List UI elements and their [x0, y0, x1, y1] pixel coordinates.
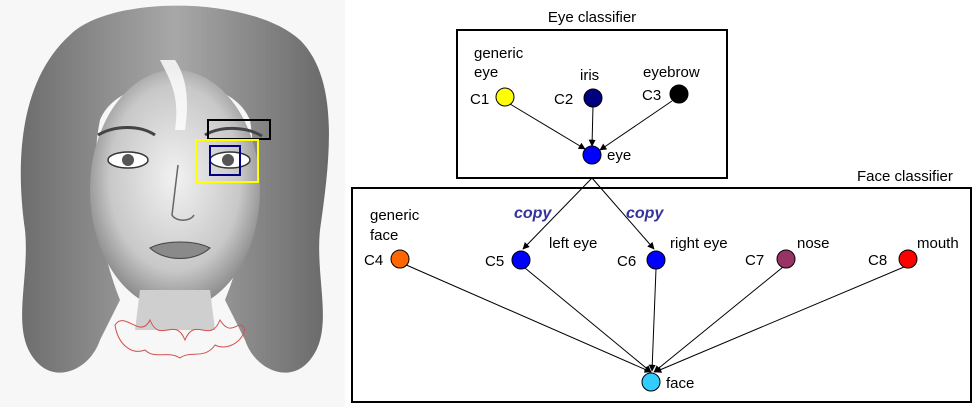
c7-label: nose: [797, 235, 830, 252]
c6-node: [646, 250, 666, 270]
edge-c5-face: [524, 267, 652, 373]
edge-c4-face: [403, 263, 652, 373]
c1-node: [495, 87, 515, 107]
c7-node: [776, 249, 796, 269]
c4-label-line2: face: [370, 227, 398, 244]
c2-code: C2: [554, 91, 573, 108]
c8-node: [898, 249, 918, 269]
c3-label: eyebrow: [643, 64, 700, 81]
eye-region-box: [195, 139, 259, 183]
edge-c2-eye: [588, 105, 596, 147]
edge-c7-face: [653, 266, 784, 373]
sketch-collar: [114, 318, 246, 359]
face-node-label: face: [666, 375, 694, 392]
copy-edge-right: [591, 177, 655, 250]
edge-c6-face: [648, 268, 657, 372]
face-classifier-title: Face classifier: [857, 168, 953, 185]
eye-node-label: eye: [607, 147, 631, 164]
c5-label: left eye: [549, 235, 597, 252]
edge-c8-face: [654, 266, 905, 373]
c6-label: right eye: [670, 235, 728, 252]
c4-node: [390, 249, 410, 269]
c2-label: iris: [580, 67, 599, 84]
c6-code: C6: [617, 253, 636, 270]
copy-edge-left: [522, 177, 593, 250]
c2-node: [583, 88, 603, 108]
c1-label-line1: generic: [474, 45, 524, 62]
face-sketch: [0, 0, 345, 407]
c7-code: C7: [745, 252, 764, 269]
c3-code: C3: [642, 87, 661, 104]
copy-label-right: copy: [626, 205, 664, 222]
face-classifier-box: [351, 187, 972, 403]
sketch-nose: [171, 164, 195, 221]
c8-label: mouth: [917, 235, 959, 252]
c4-code: C4: [364, 252, 383, 269]
sketch-right-eyebrow: [204, 126, 263, 138]
c8-code: C8: [868, 252, 887, 269]
copy-label-left: copy: [514, 205, 552, 222]
sketch-hair: [20, 5, 329, 373]
c1-code: C1: [470, 91, 489, 108]
face-node: [641, 372, 661, 392]
sketch-left-eyebrow: [97, 126, 156, 137]
sketch-neck: [135, 290, 215, 330]
c1-label-line2: eye: [474, 64, 498, 81]
eye-classifier-title: Eye classifier: [548, 9, 636, 26]
eye-node: [582, 145, 602, 165]
iris-region-box: [209, 145, 241, 176]
edge-c1-eye: [509, 103, 586, 150]
c3-node: [669, 84, 689, 104]
sketch-mouth: [149, 241, 211, 259]
edge-c3-eye: [599, 100, 673, 151]
c4-label-line1: generic: [370, 207, 420, 224]
c5-code: C5: [485, 253, 504, 270]
c5-node: [511, 250, 531, 270]
